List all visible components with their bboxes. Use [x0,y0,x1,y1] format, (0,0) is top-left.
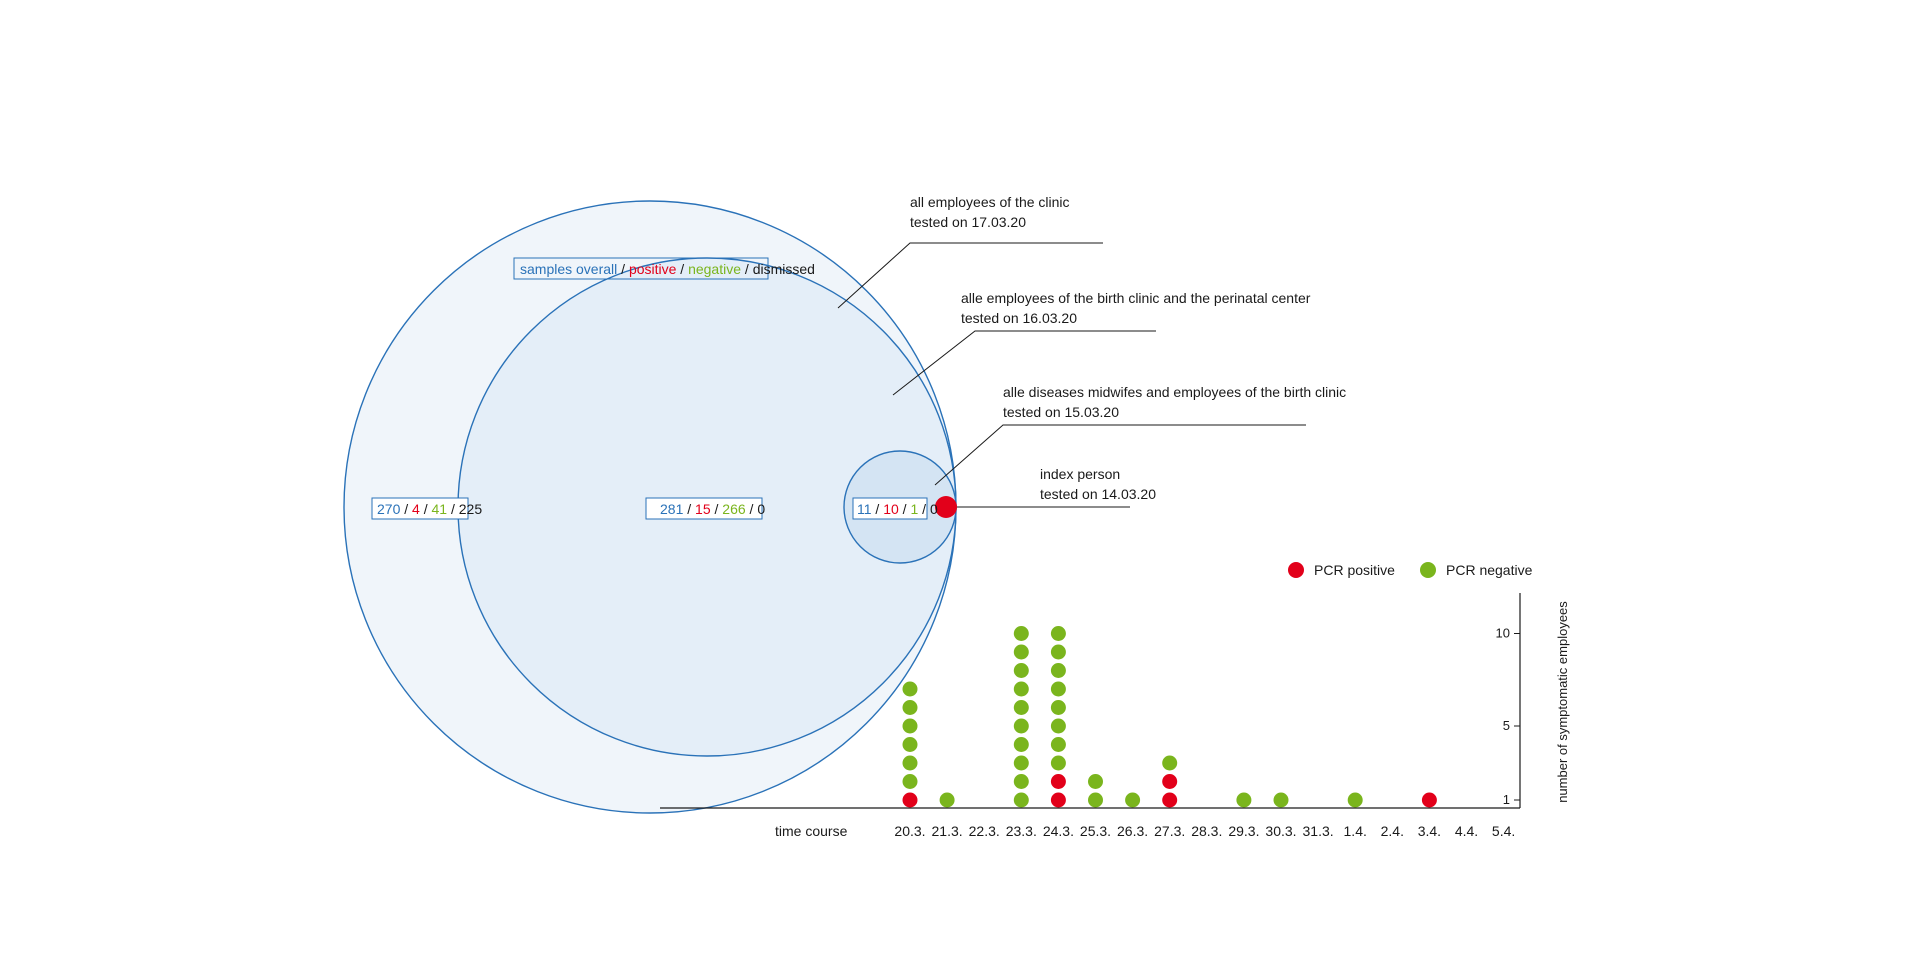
x-tick-label: 1.4. [1344,823,1367,839]
x-tick-label: 4.4. [1455,823,1478,839]
index-label-line1: index person [1040,466,1120,482]
dot-pcr-negative [1050,681,1066,697]
y-tick-label: 10 [1496,626,1510,641]
inner-label-line1: alle diseases midwifes and employees of … [1003,384,1346,400]
dot-pcr-negative [1050,755,1066,771]
x-tick-label: 2.4. [1381,823,1404,839]
leader-line-inner [934,424,1306,486]
x-tick-label: 29.3. [1228,823,1259,839]
dot-pcr-negative [1013,700,1029,715]
x-axis-label: time course [775,823,848,839]
timeline-chart: 1 5 10 number of symptomatic employees time … [660,593,1570,839]
dot-pcr-negative [1088,774,1103,789]
count-text-inner: 11 / 10 / 1 / 0 [857,501,938,517]
leader-line-outer [837,242,1103,309]
index-person-dot [935,496,957,518]
count-box-outer [371,497,469,520]
dot-pcr-positive [1162,792,1178,808]
x-tick-label: 25.3. [1080,823,1111,839]
index-label-line2: tested on 14.03.20 [1040,486,1156,502]
dot-pcr-negative [1013,737,1029,752]
legend-box [513,257,769,280]
x-tick-label: 30.3. [1265,823,1296,839]
outer-label-line1: all employees of the clinic [910,194,1070,210]
x-tick-label: 28.3. [1191,823,1222,839]
outer-label-line2: tested on 17.03.20 [910,214,1026,230]
x-tick-label: 31.3. [1303,823,1334,839]
dot-pcr-negative [1013,792,1029,808]
dot-pcr-negative [1050,626,1066,641]
dot-pcr-negative [902,755,918,771]
y-tick-label: 5 [1503,718,1510,733]
count-box-inner [852,497,928,520]
count-box-middle [645,497,763,520]
dot-pcr-positive [1421,792,1437,808]
x-tick-label: 24.3. [1043,823,1074,839]
y-tick-label: 1 [1503,792,1510,807]
dot-pcr-negative [1347,792,1363,808]
count-text-middle: 281 / 15 / 266 / 0 [660,501,765,517]
dot-pcr-negative [1273,792,1289,808]
legend-dot-negative [1420,562,1436,578]
inner-label-line2: tested on 15.03.20 [1003,404,1119,420]
dot-pcr-negative [939,792,955,808]
dot-pcr-negative [1088,792,1103,808]
x-tick-label: 26.3. [1117,823,1148,839]
middle-label-line1: alle employees of the birth clinic and t… [961,290,1311,306]
dot-pcr-negative [1013,755,1029,771]
dot-pcr-negative [1013,774,1029,789]
dot-pcr-negative [902,774,918,789]
dot-pcr-negative [1236,792,1252,808]
dot-pcr-negative [902,700,918,715]
dot-pcr-negative [1050,700,1066,715]
dot-pcr-negative [902,737,918,752]
x-tick-label: 3.4. [1418,823,1441,839]
dot-pcr-negative [1013,718,1029,734]
dot-pcr-negative [1125,792,1141,808]
dot-pcr-negative [1050,737,1066,752]
dot-pcr-positive [902,792,918,808]
legend-dot-positive [1288,562,1304,578]
count-text-outer: 270 / 4 / 41 / 225 [377,501,482,517]
dot-pcr-positive [1050,792,1066,808]
legend-label-positive: PCR positive [1314,562,1395,578]
x-tick-label: 27.3. [1154,823,1185,839]
dot-pcr-negative [902,718,918,734]
x-tick-label: 23.3. [1006,823,1037,839]
x-tick-label: 5.4. [1492,823,1515,839]
y-axis-label: number of symptomatic employees [1555,601,1570,803]
dot-pcr-negative [1013,644,1029,660]
dot-pcr-negative [1050,663,1066,678]
x-tick-label: 21.3. [932,823,963,839]
dot-pcr-positive [1050,774,1066,789]
legend-box-text: samples overall / positive / negative / … [520,261,815,277]
legend-label-negative: PCR negative [1446,562,1533,578]
x-tick-label: 20.3. [894,823,925,839]
dot-pcr-negative [1162,755,1178,771]
dot-pcr-negative [1013,663,1029,678]
dot-pcr-negative [1013,626,1029,641]
dot-pcr-negative [1013,681,1029,697]
leader-line-middle [892,330,1156,396]
dot-pcr-negative [1050,718,1066,734]
dot-pcr-positive [1162,774,1178,789]
dot-pcr-negative [1050,644,1066,660]
middle-label-line2: tested on 16.03.20 [961,310,1077,326]
x-tick-label: 22.3. [969,823,1000,839]
dot-pcr-negative [902,681,918,697]
